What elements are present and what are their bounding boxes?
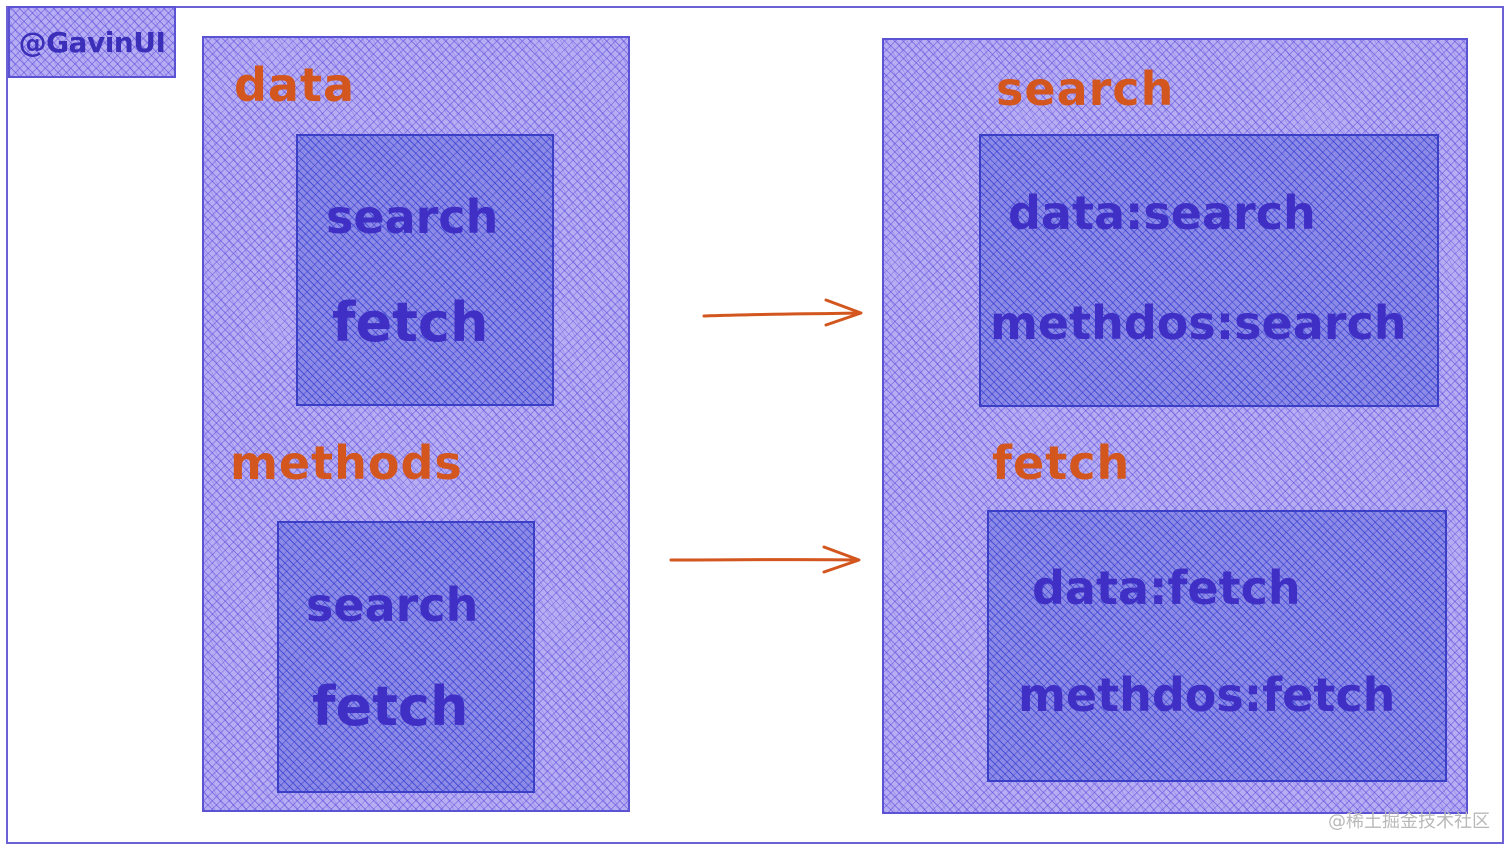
right-search-label: search: [996, 62, 1175, 116]
right-search-box: [979, 134, 1439, 407]
left-data-item-search: search: [326, 190, 499, 244]
footer-credit: @稀土掘金技术社区: [1328, 811, 1490, 832]
right-search-item-methods: methdos:search: [990, 296, 1407, 350]
right-fetch-item-methods: methdos:fetch: [1018, 668, 1396, 722]
author-badge: @GavinUI: [8, 6, 176, 78]
left-data-item-fetch: fetch: [332, 291, 489, 354]
author-badge-text: @GavinUI: [18, 25, 166, 59]
left-data-label: data: [234, 58, 355, 112]
left-methods-box: [277, 521, 535, 793]
left-methods-item-search: search: [306, 578, 479, 632]
left-methods-label: methods: [230, 436, 463, 490]
right-fetch-item-data: data:fetch: [1032, 561, 1301, 615]
right-fetch-label: fetch: [992, 436, 1131, 490]
right-search-item-data: data:search: [1008, 186, 1316, 240]
left-methods-item-fetch: fetch: [312, 675, 469, 738]
right-fetch-box: [987, 510, 1447, 782]
left-data-box: [296, 134, 554, 406]
